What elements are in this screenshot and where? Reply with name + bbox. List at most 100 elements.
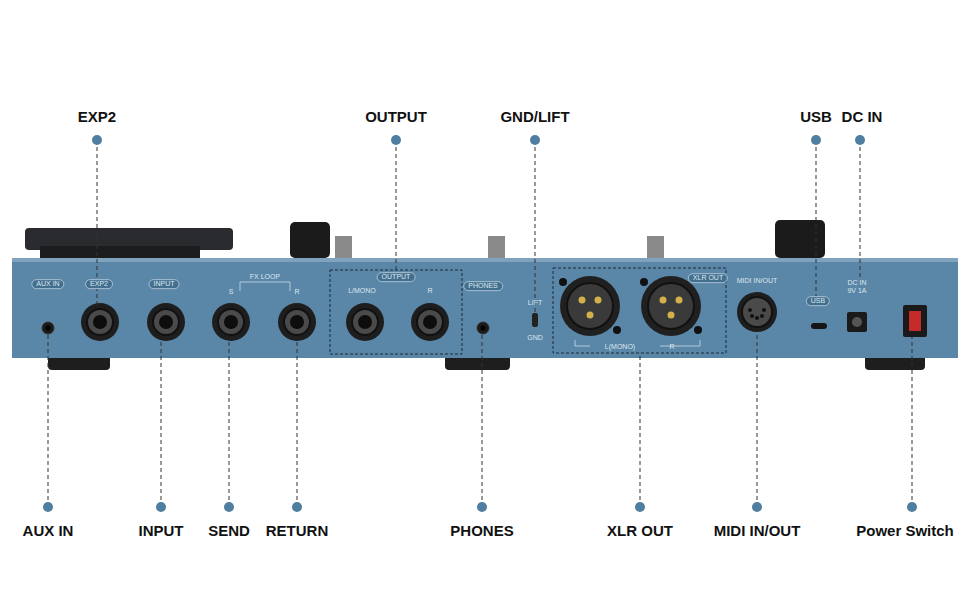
jack-ring: [284, 309, 310, 335]
jack-nut: [147, 303, 185, 341]
jack-nut: [81, 303, 119, 341]
callout-dots: [43, 135, 917, 512]
callout-dot: [156, 502, 166, 512]
knob: [775, 220, 825, 258]
callout-label: MIDI IN/OUT: [714, 523, 801, 540]
leader-line: [535, 140, 536, 312]
panel-print: INPUT: [149, 279, 180, 289]
callout-dot: [43, 502, 53, 512]
jack-nut: [212, 303, 250, 341]
jack-hole: [358, 315, 372, 329]
xlr-pin: [668, 312, 675, 319]
callout-dot: [224, 502, 234, 512]
jack-ring: [153, 309, 179, 335]
midi-pin: [755, 316, 759, 320]
panel-print: L/MONO: [348, 287, 376, 295]
xlr-pin: [676, 297, 683, 304]
panel-print: XLR OUT: [688, 273, 728, 283]
callout-dot: [752, 502, 762, 512]
jack-ring: [352, 309, 378, 335]
leader-line: [860, 140, 861, 280]
midi-pin: [748, 308, 752, 312]
screw: [694, 326, 702, 334]
usb-port: [811, 323, 827, 329]
callout-label: EXP2: [78, 109, 116, 126]
callout-dot: [635, 502, 645, 512]
midi-pin: [762, 308, 766, 312]
xlr-ring: [648, 283, 694, 329]
footswitch: [488, 236, 505, 258]
callout-label: XLR OUT: [607, 523, 673, 540]
jack-hole: [159, 315, 173, 329]
leader-line: [757, 332, 758, 507]
callout-dot: [530, 135, 540, 145]
callout-dot: [811, 135, 821, 145]
rocker: [909, 311, 921, 331]
panel-print: USB: [806, 296, 830, 306]
callout-label: PHONES: [450, 523, 513, 540]
xlr-bracket: [575, 340, 700, 346]
panel-print: S: [229, 288, 234, 296]
jack-ring: [87, 309, 113, 335]
mini-jack: [477, 322, 489, 334]
midi-connector: [737, 292, 777, 332]
callout-label: AUX IN: [23, 523, 74, 540]
screw: [613, 326, 621, 334]
callout-label: Power Switch: [856, 523, 954, 540]
toggle-switch: [532, 313, 538, 327]
leader-line: [161, 341, 162, 507]
panel-print: EXP2: [85, 279, 113, 289]
jack-hole: [290, 315, 304, 329]
panel-print: AUX IN: [31, 279, 64, 289]
panel-print: PHONES: [463, 281, 503, 291]
panel-print: MIDI IN/OUT: [737, 277, 777, 285]
leader-line: [229, 341, 230, 507]
power-switch: [903, 305, 927, 337]
xlr-pin: [579, 297, 586, 304]
panel-print: R: [427, 287, 432, 295]
xlr-ring: [567, 283, 613, 329]
callout-label: OUTPUT: [365, 109, 427, 126]
leader-line: [816, 140, 817, 296]
panel-print: DC IN: [847, 279, 866, 287]
pedal-base: [40, 246, 200, 258]
callout-dot: [477, 502, 487, 512]
leader-line: [482, 334, 483, 507]
panel-print: LIFT: [528, 299, 542, 307]
callout-dot: [92, 135, 102, 145]
xlr-connectors: [559, 276, 702, 336]
jack-ring: [218, 309, 244, 335]
xlr-housing: [641, 276, 701, 336]
panel-print: R: [669, 343, 674, 351]
panel-print: GND: [527, 334, 543, 342]
dc-jack: [847, 312, 867, 332]
callout-label: SEND: [208, 523, 250, 540]
xlr-pin: [660, 297, 667, 304]
callout-dot: [855, 135, 865, 145]
midi-pin: [760, 314, 764, 318]
panel-print: L(MONO): [605, 343, 635, 351]
leader-line: [396, 140, 397, 270]
jack-hole: [46, 326, 51, 331]
jack-nut: [278, 303, 316, 341]
leader-line: [912, 337, 913, 507]
xlr-pin: [587, 312, 594, 319]
fx-loop-bracket: [240, 282, 290, 291]
panel-print: R: [294, 288, 299, 296]
jack-hole: [93, 315, 107, 329]
leader-line: [48, 334, 49, 507]
knob: [290, 222, 330, 258]
xlr-pin: [595, 297, 602, 304]
jack-hole: [224, 315, 238, 329]
callout-label: GND/LIFT: [500, 109, 569, 126]
leader-line: [297, 341, 298, 507]
panel-print: FX LOOP: [250, 273, 280, 281]
midi-pin: [750, 314, 754, 318]
jack-nut: [346, 303, 384, 341]
xlr-housing: [560, 276, 620, 336]
leader-lines: [48, 140, 912, 507]
mini-jack: [42, 322, 54, 334]
jack-ring: [417, 309, 443, 335]
output-group-box: [330, 270, 462, 354]
